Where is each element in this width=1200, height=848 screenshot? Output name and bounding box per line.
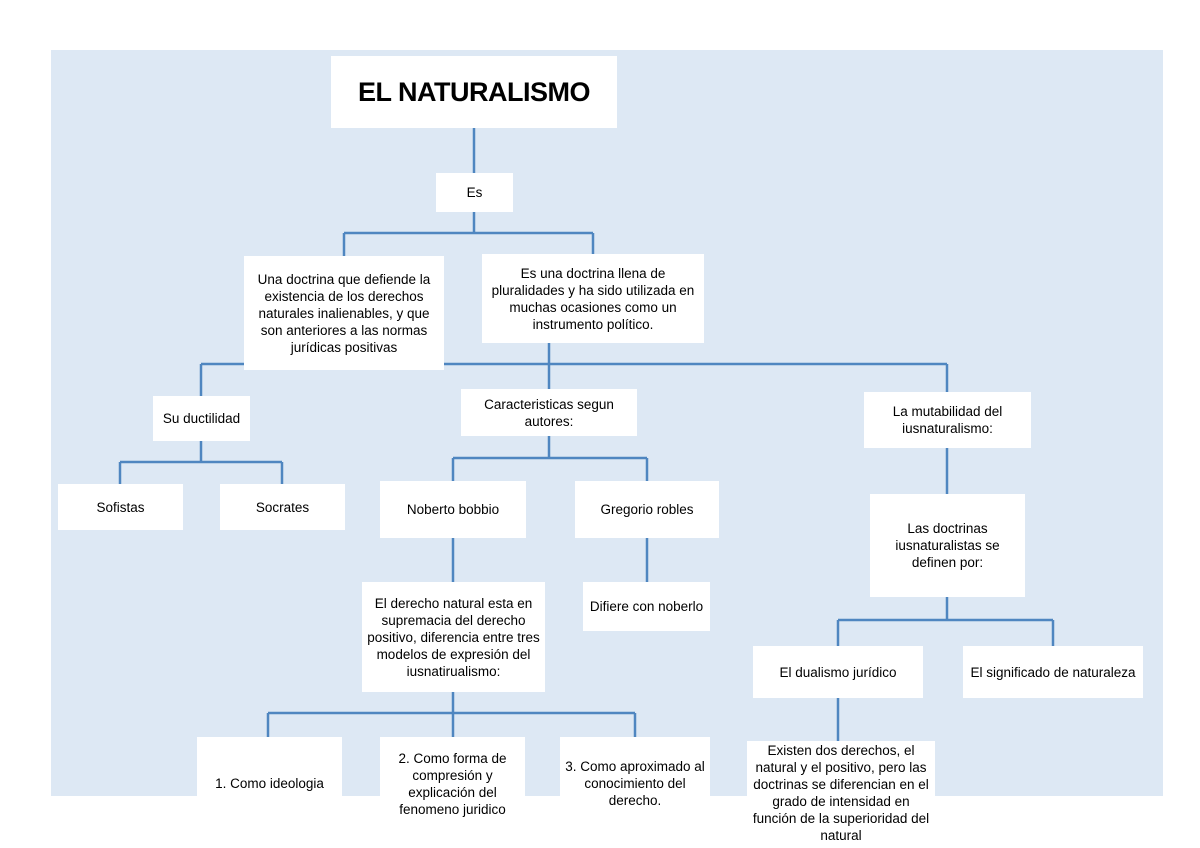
node-derecho-natural: El derecho natural esta en supremacia de… — [362, 582, 545, 692]
node-existen: Existen dos derechos, el natural y el po… — [747, 741, 935, 848]
diagram-title: EL NATURALISMO — [331, 56, 617, 128]
node-doctrina-derechos: Una doctrina que defiende la existencia … — [244, 256, 444, 370]
node-forma-comprension: 2. Como forma de compresión y explicació… — [380, 737, 525, 830]
node-gregorio-robles: Gregorio robles — [575, 481, 719, 538]
node-caracteristicas: Caracteristicas segun autores: — [461, 389, 637, 436]
node-su-ductilidad: Su ductilidad — [153, 396, 250, 441]
node-noberto-bobbio: Noberto bobbio — [380, 481, 526, 538]
node-doctrina-pluralidades: Es una doctrina llena de pluralidades y … — [482, 254, 704, 343]
node-es: Es — [436, 173, 513, 212]
node-doctrinas-definen: Las doctrinas iusnaturalistas se definen… — [870, 494, 1025, 597]
node-difiere: Difiere con noberlo — [583, 582, 710, 631]
node-significado: El significado de naturaleza — [963, 646, 1143, 698]
node-socrates: Socrates — [220, 484, 345, 530]
node-dualismo: El dualismo jurídico — [753, 646, 923, 698]
node-mutabilidad: La mutabilidad del iusnaturalismo: — [864, 392, 1031, 448]
node-ideologia: 1. Como ideologia — [197, 737, 342, 830]
node-sofistas: Sofistas — [58, 484, 183, 530]
node-aproximado: 3. Como aproximado al conocimiento del d… — [560, 737, 710, 830]
